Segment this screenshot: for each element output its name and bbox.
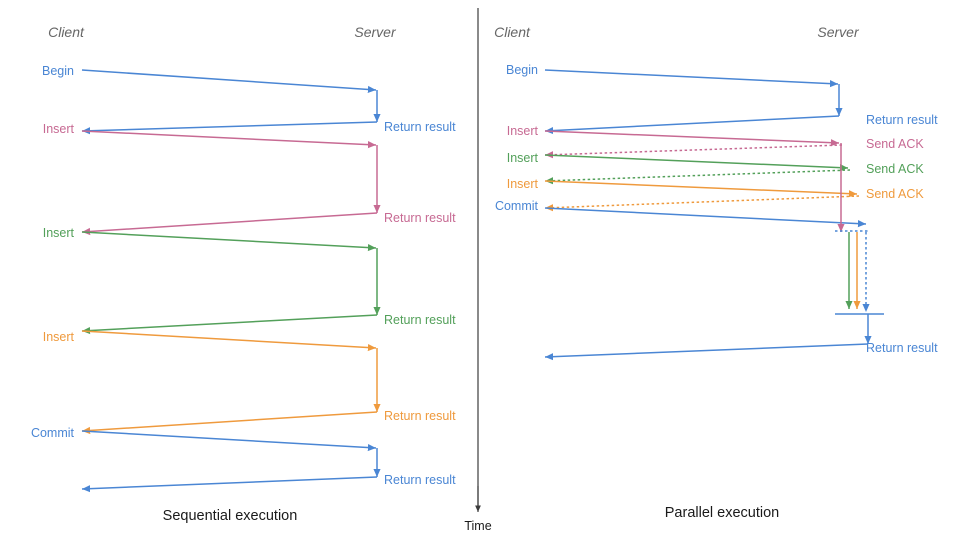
- left-lane-title-client: Client: [48, 24, 85, 40]
- left-insert2-request: [81, 231, 377, 252]
- left-server-label-4: Return result: [384, 473, 456, 487]
- left-lane-title-server: Server: [354, 24, 397, 40]
- left-client-label-2: Insert: [43, 226, 75, 240]
- right-commit-request: [544, 207, 867, 228]
- right-client-label-2: Insert: [507, 151, 539, 165]
- right-server-label-4: Return result: [866, 341, 938, 355]
- right-server-label-0: Return result: [866, 113, 938, 127]
- time-axis-label: Time: [464, 519, 491, 533]
- right-server-label-1: Send ACK: [866, 137, 924, 151]
- left-server-label-1: Return result: [384, 211, 456, 225]
- left-server-label-3: Return result: [384, 409, 456, 423]
- left-client-label-4: Commit: [31, 426, 75, 440]
- right-begin-reply: [544, 115, 840, 135]
- left-panel-flows: [81, 69, 381, 493]
- right-client-label-1: Insert: [507, 124, 539, 138]
- right-insert3-ack: [544, 195, 860, 212]
- right-server-label-2: Send ACK: [866, 162, 924, 176]
- left-insert3-reply: [81, 411, 378, 435]
- right-panel-flows: [544, 69, 884, 361]
- left-begin-request: [81, 69, 377, 94]
- right-panel-caption: Parallel execution: [665, 505, 779, 521]
- right-insert1-ack: [544, 144, 843, 159]
- left-begin-reply: [81, 121, 378, 135]
- right-begin-request: [544, 69, 839, 88]
- right-lane-title-server: Server: [817, 24, 860, 40]
- left-commit-request: [81, 430, 377, 452]
- left-client-label-3: Insert: [43, 330, 75, 344]
- right-commit-reply: [544, 343, 869, 361]
- right-client-label-4: Commit: [495, 199, 539, 213]
- right-insert2-request: [544, 154, 849, 172]
- left-commit-reply: [81, 476, 378, 493]
- right-insert3-request: [544, 180, 858, 198]
- right-insert1-request: [544, 130, 840, 147]
- right-insert2-ack: [544, 169, 851, 185]
- left-insert2-reply: [81, 314, 378, 335]
- left-panel-caption: Sequential execution: [163, 508, 298, 524]
- right-server-label-3: Send ACK: [866, 187, 924, 201]
- right-client-label-3: Insert: [507, 177, 539, 191]
- left-insert1-reply: [81, 212, 378, 236]
- right-lane-title-client: Client: [494, 24, 531, 40]
- left-server-label-0: Return result: [384, 120, 456, 134]
- left-client-label-0: Begin: [42, 64, 74, 78]
- left-insert3-request: [81, 330, 377, 352]
- left-client-label-1: Insert: [43, 122, 75, 136]
- right-client-label-0: Begin: [506, 63, 538, 77]
- left-server-label-2: Return result: [384, 313, 456, 327]
- left-insert1-request: [81, 130, 377, 149]
